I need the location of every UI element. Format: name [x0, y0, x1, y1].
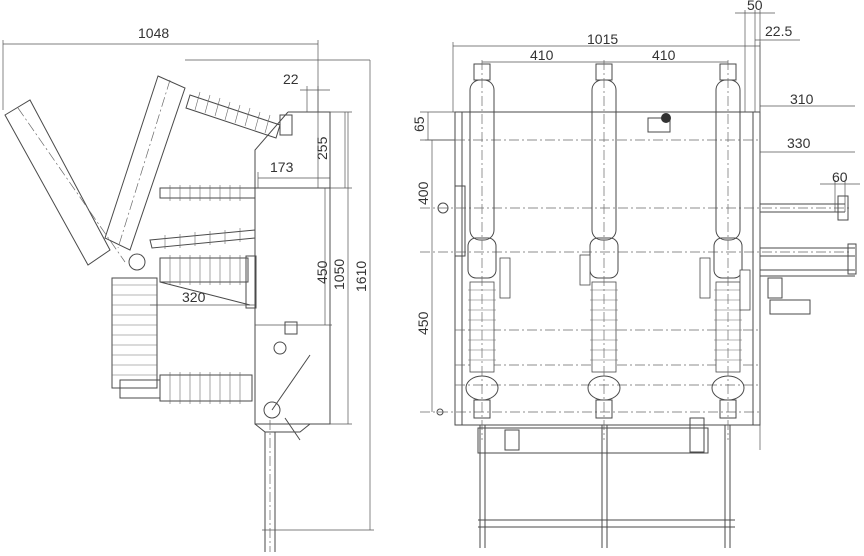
dim-front-phase-spacing-left: 410: [530, 47, 554, 63]
dim-side-insulator-spacing: 450: [314, 260, 330, 284]
phase-left: [465, 60, 499, 440]
front-ground-legs: [477, 417, 735, 548]
phase-center: [587, 60, 621, 440]
operating-shafts: [760, 195, 857, 315]
dim-front-right-offset-top: 50: [747, 0, 763, 13]
nameplate: [647, 117, 671, 133]
open-blade-outer: [4, 99, 126, 266]
front-small-insulators: [499, 254, 751, 311]
open-blade-inner: [104, 75, 186, 251]
horizontal-insulator-3: [159, 255, 257, 309]
dim-front-phase-spacing-right: 410: [652, 47, 676, 63]
dim-side-depth-lower: 320: [182, 289, 206, 305]
side-dimension-lines: [2, 40, 374, 531]
side-ground-rod: [264, 432, 276, 552]
dim-front-right-offset-small: 22.5: [765, 23, 792, 39]
upper-insulator: [185, 91, 293, 139]
dim-front-overall-width: 1015: [587, 31, 618, 47]
dim-side-panel-height: 1050: [331, 259, 347, 290]
operating-mechanism: [263, 321, 311, 441]
dim-side-top-to-insulator: 255: [314, 136, 330, 160]
dim-front-right-depth-mid: 330: [787, 135, 811, 151]
dim-side-horizontal-offset: 173: [270, 159, 294, 175]
dim-front-lower-spacing: 450: [415, 311, 431, 335]
dim-front-upper-spacing: 400: [415, 181, 431, 205]
dim-side-overall-height: 1610: [353, 261, 369, 292]
horizontal-insulator-2: [149, 228, 256, 249]
dim-side-offset-top: 22: [283, 71, 299, 87]
horizontal-insulator-1: [159, 185, 256, 201]
horizontal-insulator-4: [159, 372, 253, 404]
phase-right: [711, 60, 745, 440]
dim-front-right-depth-upper: 310: [790, 91, 814, 107]
side-panel-frame: [254, 187, 331, 425]
front-left-mechanism: [436, 185, 466, 416]
front-frame-inner: [461, 112, 754, 425]
front-view: 50 22.5 1015 410 410 310 65 330 400 60 4…: [411, 0, 860, 548]
front-dimension-lines: [420, 10, 860, 450]
indicator-dot: [661, 113, 671, 123]
side-view: 1048 22 255 173 450 1050 1610 320: [2, 25, 374, 552]
dim-front-shaft-extension: 60: [832, 169, 848, 185]
dim-side-overall-width: 1048: [138, 25, 169, 41]
dim-front-top-offset: 65: [411, 116, 427, 132]
side-panel-bottom: [254, 423, 311, 433]
lower-stack: [111, 253, 161, 399]
